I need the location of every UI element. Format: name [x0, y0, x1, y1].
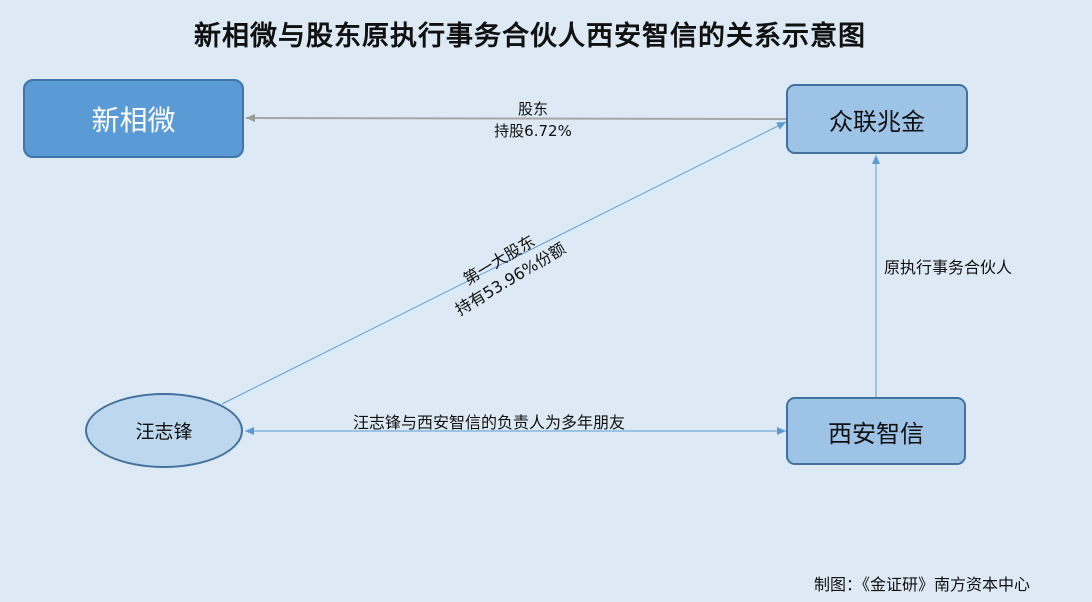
node-xian-zhixin-label: 西安智信	[828, 419, 924, 448]
edge-label-executive-partner: 原执行事务合伙人	[884, 258, 1013, 277]
diagram-title: 新相微与股东原执行事务合伙人西安智信的关系示意图	[194, 21, 866, 52]
node-xinxiangwei: 新相微	[23, 79, 244, 158]
edge-label-shareholding: 股东 持股6.72%	[478, 98, 588, 142]
arrow-shareholder-to-company	[245, 114, 787, 123]
node-xian-zhixin: 西安智信	[786, 397, 966, 465]
edge-label-shareholding-line2: 持股6.72%	[494, 122, 572, 140]
node-wang-zhifeng: 汪志锋	[85, 393, 243, 468]
node-zhonglian-label: 众联兆金	[829, 107, 925, 136]
node-wang-zhifeng-label: 汪志锋	[135, 421, 193, 443]
node-zhonglian: 众联兆金	[786, 84, 968, 154]
edge-label-friendship: 汪志锋与西安智信的负责人为多年朋友	[353, 413, 626, 432]
edge-label-shareholding-line1: 股东	[517, 100, 548, 118]
arrow-wang-to-zhonglian	[221, 121, 787, 405]
node-xinxiangwei-label: 新相微	[91, 103, 176, 137]
source-credit: 制图：《金证研》南方资本中心	[814, 575, 1031, 594]
